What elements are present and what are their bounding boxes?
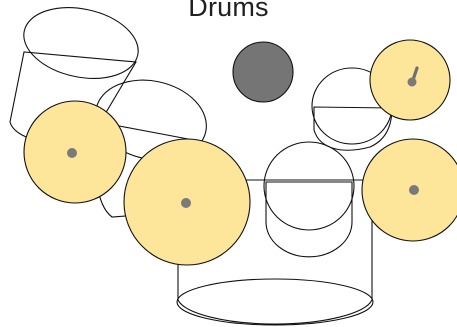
pad-center[interactable] <box>232 41 294 103</box>
cymbal-bell-icon <box>407 77 417 87</box>
hi-hat[interactable] <box>369 39 451 121</box>
page-title: Drums <box>188 0 269 22</box>
floor-tom[interactable] <box>263 141 355 258</box>
cymbal-bell-icon <box>67 148 77 158</box>
splash-right[interactable] <box>361 138 457 242</box>
cymbal-bell-icon <box>409 185 419 195</box>
ride[interactable] <box>123 138 251 266</box>
cymbal-bell-icon <box>181 198 191 208</box>
crash-left[interactable] <box>23 100 127 204</box>
